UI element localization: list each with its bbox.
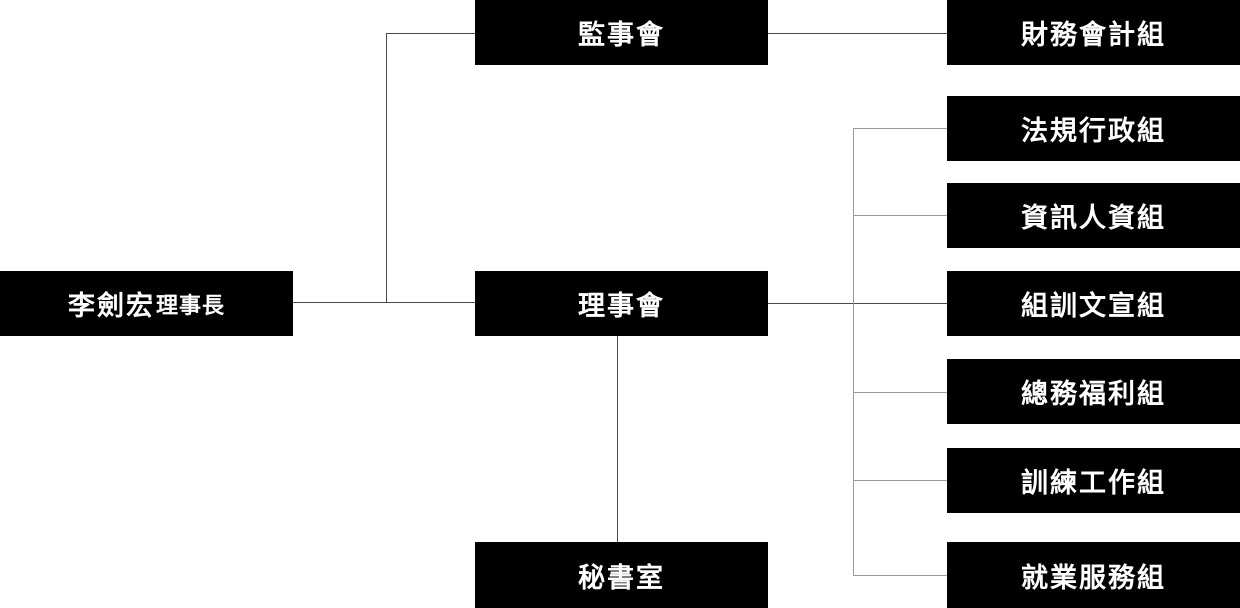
supervisors-label: 監事會 — [578, 20, 665, 51]
connector-board-to-secretariat — [617, 336, 618, 542]
chairman-title: 理事長 — [155, 293, 225, 319]
group-node-3: 組訓文宣組 — [947, 271, 1240, 336]
connector-branch-6 — [853, 575, 947, 576]
chairman-node: 李劍宏理事長 — [0, 271, 293, 336]
group-node-2: 資訊人資組 — [947, 183, 1240, 248]
board-label: 理事會 — [578, 291, 665, 322]
board-node: 理事會 — [475, 271, 768, 336]
connector-chairman-to-board — [293, 302, 475, 303]
connector-board-to-groups — [768, 303, 947, 304]
supervisors-node: 監事會 — [475, 0, 768, 65]
connector-supervisors-to-accounting — [768, 33, 947, 34]
group-node-6: 就業服務組 — [947, 542, 1240, 608]
connector-branch-1 — [853, 128, 947, 129]
group-node-4: 總務福利組 — [947, 359, 1240, 424]
connector-branch-2 — [853, 215, 947, 216]
connector-groups-spine — [853, 128, 854, 575]
group-label: 資訊人資組 — [1021, 203, 1166, 234]
chairman-name: 李劍宏 — [67, 291, 155, 322]
group-label: 就業服務組 — [1021, 562, 1166, 594]
secretariat-label: 秘書室 — [578, 562, 665, 594]
group-label: 組訓文宣組 — [1021, 291, 1166, 322]
accounting-node: 財務會計組 — [947, 0, 1240, 65]
group-node-5: 訓練工作組 — [947, 448, 1240, 513]
connector-to-supervisors — [386, 33, 475, 34]
accounting-label: 財務會計組 — [1021, 20, 1166, 51]
connector-vertical-to-supervisors — [386, 33, 387, 303]
group-node-1: 法規行政組 — [947, 96, 1240, 161]
group-label: 總務福利組 — [1021, 379, 1166, 410]
group-label: 訓練工作組 — [1021, 468, 1166, 499]
connector-branch-5 — [853, 480, 947, 481]
group-label: 法規行政組 — [1021, 116, 1166, 147]
connector-branch-4 — [853, 392, 947, 393]
secretariat-node: 秘書室 — [475, 542, 768, 608]
